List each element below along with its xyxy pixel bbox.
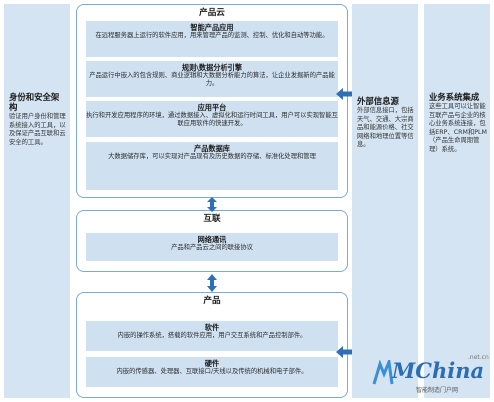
software-box: 软件 内嵌的操作系统，搭载的软件应用，用户交互系统和产品控制部件。: [86, 321, 338, 351]
mchina-watermark: MChina .net.cn 智能制造门户网: [372, 354, 490, 398]
smart-app-title: 智能产品应用: [190, 23, 234, 32]
identity-security-panel: 身份和安全架构 验证用户身份和管理系统接入的工具，以及保证产品互联和云安全的工具…: [4, 4, 70, 398]
product-cloud-title: 产品云: [199, 8, 225, 18]
external-arrow-rules: [336, 88, 352, 100]
network-title: 网络通讯: [197, 235, 227, 244]
business-integration-text: 这些工具可以让智能互联产品与企业的核心业务系统连接，包括ERP、CRM和PLM（…: [429, 103, 487, 153]
app-platform-title: 应用平台: [197, 103, 227, 112]
app-platform-text: 执行和开发应用程序的环境，通过数据接入、虚拟化和运行时间工具，用户可以实现智能互…: [86, 112, 338, 128]
mchina-sub: 智能制造门户网: [416, 387, 459, 394]
connectivity-title: 互联: [203, 214, 221, 224]
rules-engine-text: 产品运行中嵌入的包含规则、商业逻辑和大数据分析能力的算法，让企业发掘新的产品能力…: [89, 72, 335, 88]
rules-engine-box: 规则\数据分析引擎 产品运行中嵌入的包含规则、商业逻辑和大数据分析能力的算法，让…: [86, 61, 338, 97]
software-text: 内嵌的操作系统，搭载的软件应用，用户交互系统和产品控制部件。: [117, 332, 307, 339]
software-title: 软件: [204, 323, 220, 332]
connect-product-arrow: [206, 274, 218, 292]
mchina-brand: MChina: [392, 358, 485, 383]
mchina-logo-icon: [372, 360, 394, 385]
external-sources-title: 外部信息源: [357, 96, 399, 106]
rules-engine-title: 规则\数据分析引擎: [181, 63, 243, 72]
hardware-box: 硬件 内嵌的传感器、处理器、互联接口/天线以及传统的机械和电子部件。: [86, 357, 338, 387]
product-title: 产品: [203, 296, 221, 306]
cloud-connect-arrow: [206, 197, 218, 212]
product-database-box: 产品数据库 大数据储存库，可以实现对产品现有及历史数据的存储、标准化处理和管理: [86, 142, 338, 190]
connectivity-layer: 互联 网络通讯 产品和产品云之间的联接协议: [76, 210, 348, 272]
external-sources-text: 外部信息接口，包括天气、交通、大宗商品和能源价格、社交网络和地理位置等信息。: [357, 107, 414, 149]
hardware-title: 硬件: [204, 359, 220, 368]
app-platform-box: 应用平台 执行和开发应用程序的环境，通过数据接入、虚拟化和运行时间工具，用户可以…: [86, 101, 338, 137]
product-cloud-layer: 产品云 智能产品应用 在远程服务器上运行的软件应用，用来管理产品的监测、控制、优…: [76, 4, 348, 198]
business-integration-title: 业务系统集成: [429, 92, 480, 102]
smart-app-text: 在远程服务器上运行的软件应用，用来管理产品的监测、控制、优化和自动等功能。: [95, 32, 329, 39]
product-database-text: 大数据储存库，可以实现对产品现有及历史数据的存储、标准化处理和管理: [108, 153, 316, 160]
external-sources-panel: 外部信息源 外部信息接口，包括天气、交通、大宗商品和能源价格、社交网络和地理位置…: [352, 4, 418, 398]
business-integration-panel: 业务系统集成 这些工具可以让智能互联产品与企业的核心业务系统连接，包括ERP、C…: [424, 4, 490, 398]
mchina-net: .net.cn: [468, 354, 489, 361]
product-layer: 产品 软件 内嵌的操作系统，搭载的软件应用，用户交互系统和产品控制部件。 硬件 …: [76, 292, 348, 398]
external-arrow-product: [336, 346, 352, 358]
network-box: 网络通讯 产品和产品云之间的联接协议: [86, 233, 338, 261]
product-database-title: 产品数据库: [194, 144, 230, 153]
hardware-text: 内嵌的传感器、处理器、互联接口/天线以及传统的机械和电子部件。: [116, 368, 308, 375]
network-text: 产品和产品云之间的联接协议: [171, 244, 253, 251]
identity-security-text: 验证用户身份和管理系统接入的工具，以及保证产品互联和云安全的工具。: [9, 113, 66, 146]
identity-security-title: 身份和安全架构: [9, 92, 60, 112]
smart-app-box: 智能产品应用 在远程服务器上运行的软件应用，用来管理产品的监测、控制、优化和自动…: [86, 21, 338, 57]
